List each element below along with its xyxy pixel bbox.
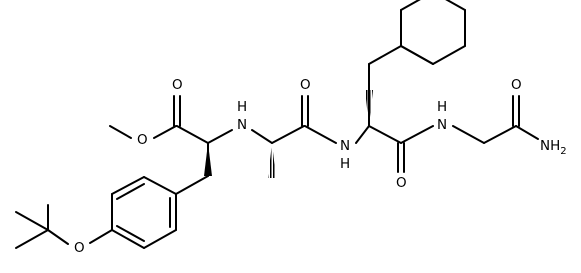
- bond-phe-beta-ring: [368, 45, 402, 65]
- bond-ester-c-alpha: [176, 125, 209, 144]
- atom-nh-text: NH: [540, 138, 560, 154]
- bond-ring1-a: [143, 176, 177, 195]
- atom-o-carbonyl-ester: O: [172, 77, 183, 93]
- bond-ala-carbonyl-n: [304, 125, 337, 144]
- bond-ring1-inner-2: [116, 225, 145, 242]
- atom-n-amide-1: N: [340, 138, 350, 154]
- hash-phe-beta: [365, 90, 373, 126]
- hash-ala-methyl: [268, 143, 276, 178]
- bond-phe-alpha-carbonyl: [368, 125, 402, 144]
- atom-n-amine: N: [237, 117, 247, 133]
- bond-ring1-inner-1: [116, 183, 145, 200]
- atom-h-amide-1: H: [340, 156, 350, 172]
- atom-o-ala-carbonyl: O: [300, 77, 311, 93]
- ring-edge: [400, 45, 434, 65]
- bond-o-ether-cq: [47, 229, 69, 245]
- atom-h-amine: H: [237, 99, 247, 115]
- stereo-bonds: [204, 90, 373, 178]
- atom-o-phe-carbonyl: O: [396, 175, 407, 191]
- atom-n-amide-2: N: [437, 117, 447, 133]
- atom-o-ester: O: [137, 132, 148, 148]
- atom-nh2-subscript: 2: [560, 146, 566, 157]
- bond-gly-alpha-carbonyl: [483, 125, 517, 144]
- bond-ring1-b: [111, 176, 145, 195]
- bond-o-ester-carbon: [153, 125, 177, 139]
- bond-ring2-b: [400, 0, 421, 11]
- bond-n-gly-alpha: [452, 125, 485, 144]
- bond-c-alpha-n: [207, 129, 233, 144]
- bond-n-ala-alpha: [251, 129, 273, 144]
- bond-ring2-d: [432, 45, 466, 65]
- bond-cq-me2: [15, 211, 49, 231]
- bond-beta-ring: [175, 175, 209, 195]
- atom-nh2-terminal: NH2: [540, 138, 567, 157]
- bond-ring1-d: [111, 229, 145, 249]
- bond-network: [15, 0, 539, 249]
- bond-phe-carbonyl-n: [400, 125, 434, 144]
- bond-gly-carbonyl-nh2: [515, 125, 539, 140]
- atom-labels: O O O H N O N H O H N O NH2: [72, 74, 567, 256]
- bond-ring2-f: [445, 0, 466, 11]
- bond-methyl-o: [109, 125, 132, 139]
- bond-ring1-e: [143, 229, 177, 249]
- bond-cq-me3: [15, 229, 49, 249]
- bond-ring-o-ether: [89, 229, 113, 244]
- atom-o-gly-carbonyl: O: [511, 77, 522, 93]
- atom-o-ether: O: [74, 240, 85, 256]
- phenyl-ring: [400, 45, 434, 65]
- bond-n-phe-alpha: [355, 125, 370, 144]
- wedge-tyr-alpha: [204, 143, 212, 176]
- atom-h-amide-2: H: [437, 99, 447, 115]
- bond-ala-alpha-carbonyl: [271, 125, 305, 144]
